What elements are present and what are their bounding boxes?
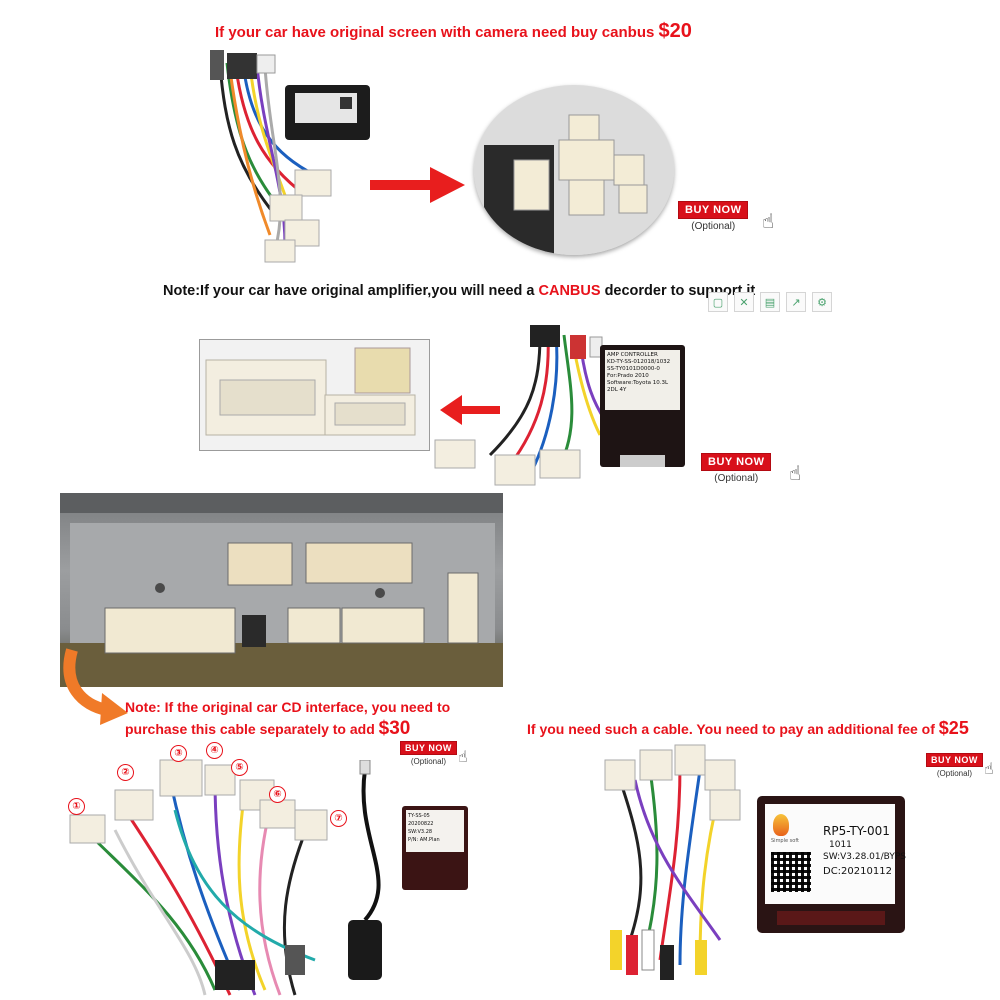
settings-icon[interactable]: ⚙: [812, 292, 832, 312]
optional-label: (Optional): [936, 769, 972, 778]
section4-price: $25: [938, 718, 969, 738]
pointer-hand-icon: ☝: [762, 211, 775, 233]
expand-icon[interactable]: ✕: [734, 292, 754, 312]
connector-number-5: ⑤: [231, 759, 248, 776]
arrow-left-icon: [440, 395, 500, 425]
section2-buy-now[interactable]: BUY NOW (Optional) ☝: [701, 453, 801, 485]
rp5-dc-text: DC:20210112: [823, 866, 892, 877]
rp5-brand-text: Simple soft: [771, 838, 799, 844]
qr-code-icon: [771, 852, 811, 892]
amp-label-line: Software:Toyota 10.3L 2DL 4Y: [607, 380, 669, 393]
rp5-line2-text: 1011: [829, 840, 852, 850]
bookmark-icon[interactable]: ▢: [708, 292, 728, 312]
section2-canbus-highlight: CANBUS: [538, 283, 601, 299]
section1-note-text: If your car have original screen with ca…: [215, 24, 655, 41]
section4-buy-now[interactable]: BUY NOW (Optional) ☝: [926, 753, 994, 778]
pointer-hand-icon: ☝: [984, 761, 994, 778]
section1-price: $20: [658, 20, 692, 42]
canbus-harness-image: [210, 50, 370, 263]
car-cd-interface-photo: [60, 493, 503, 687]
rp5-module-label: RP5-TY-001 1011 SW:V3.28.01/BYPS DC:2021…: [765, 804, 906, 904]
section4-note-text: If you need such a cable. You need to pa…: [527, 721, 935, 737]
section3-price: $30: [378, 718, 411, 739]
pointer-hand-icon: ☝: [789, 463, 802, 485]
section3-note-line2: purchase this cable separately to add: [125, 721, 375, 737]
save-icon[interactable]: ▤: [760, 292, 780, 312]
cd-canbus-module: TY-SS-05 20200822 SW:V3.28 P/N: AM.Plan: [402, 806, 468, 890]
connector-number-6: ⑥: [269, 786, 286, 803]
oem-connector-photo: [474, 85, 674, 255]
buy-now-button[interactable]: BUY NOW: [701, 453, 772, 471]
optional-label: (Optional): [691, 221, 736, 232]
amp-label-line: For:Prado 2010: [607, 373, 649, 379]
rp5-model-text: RP5-TY-001: [823, 824, 890, 838]
section2-note: Note:If your car have original amplifier…: [163, 283, 755, 299]
section1-note: If your car have original screen with ca…: [215, 20, 692, 43]
amp-label-line: AMP CONTROLLER: [607, 352, 658, 358]
connector-number-3: ③: [170, 745, 187, 762]
section1-buy-now[interactable]: BUY NOW (Optional) ☝: [678, 201, 774, 233]
rp5-module-connector: [777, 911, 885, 925]
image-toolbar: ▢ ✕ ▤ ↗ ⚙: [708, 292, 832, 312]
connector-number-1: ①: [68, 798, 85, 815]
section4-harness-image: [604, 744, 741, 980]
cd-module-label: TY-SS-05 20200822 SW:V3.28 P/N: AM.Plan: [406, 810, 464, 852]
buy-now-button[interactable]: BUY NOW: [926, 753, 983, 767]
amp-label-line: KD-TY-SS-012018/1032: [607, 359, 671, 365]
amp-connector-photo: [199, 339, 430, 451]
cd-module-line: P/N: AM.Plan: [408, 837, 440, 843]
share-icon[interactable]: ↗: [786, 292, 806, 312]
optional-label: (Optional): [410, 757, 446, 766]
flame-logo-icon: [773, 814, 789, 836]
amp-harness-image: [434, 325, 685, 486]
amp-controller-label: AMP CONTROLLER KD-TY-SS-012018/1032 SS-T…: [607, 352, 679, 394]
rp5-canbus-module: RP5-TY-001 1011 SW:V3.28.01/BYPS DC:2021…: [757, 796, 906, 933]
optional-label: (Optional): [714, 473, 759, 484]
section2-note-prefix: Note:If your car have original amplifier…: [163, 283, 535, 299]
cd-module-line: SW:V3.28: [408, 829, 433, 835]
cd-module-line: 20200822: [408, 821, 434, 827]
section4-note: If you need such a cable. You need to pa…: [527, 718, 969, 739]
rp5-sw-text: SW:V3.28.01/BYPS: [823, 852, 906, 862]
usb-cable-image: [348, 760, 382, 980]
amp-label-line: SS-TY0101D0000-0: [607, 366, 660, 372]
cd-harness-image: [69, 759, 328, 996]
buy-now-button[interactable]: BUY NOW: [400, 741, 457, 755]
section3-note-line1: Note: If the original car CD interface, …: [125, 699, 451, 715]
pointer-hand-icon: ☝: [458, 749, 468, 766]
arrow-right-icon: [370, 167, 465, 203]
connector-number-4: ④: [206, 742, 223, 759]
connector-number-2: ②: [117, 764, 134, 781]
cd-module-line: TY-SS-05: [408, 813, 430, 819]
connector-number-7: ⑦: [330, 810, 347, 827]
buy-now-button[interactable]: BUY NOW: [678, 201, 749, 219]
section3-buy-now[interactable]: BUY NOW (Optional) ☝: [400, 741, 468, 766]
section3-note: Note: If the original car CD interface, …: [125, 697, 450, 740]
orange-curved-arrow-icon: [63, 648, 128, 725]
